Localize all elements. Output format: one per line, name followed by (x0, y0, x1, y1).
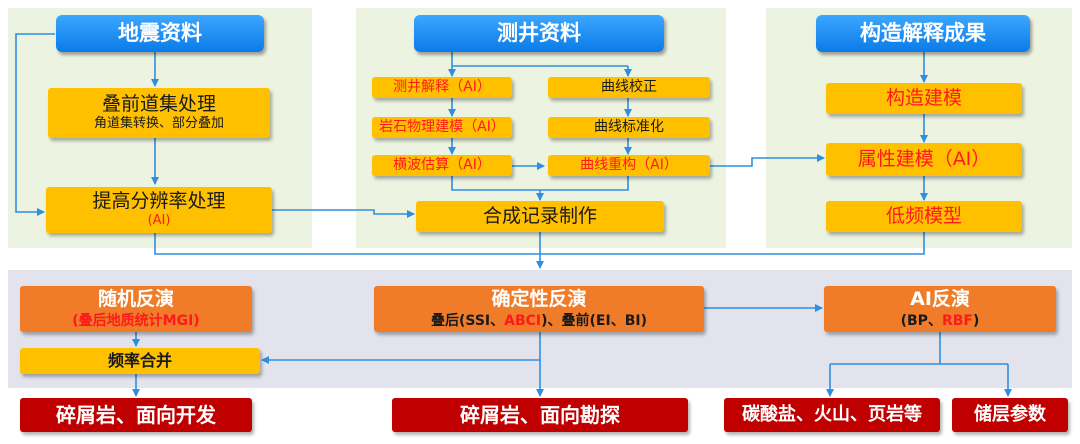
ai-inversion-sub-pre: (BP、 (900, 312, 942, 329)
random-inversion-box: 随机反演 (叠后地质统计MGI) (20, 286, 252, 332)
deterministic-sub-pre: 叠后(SSI、 (430, 312, 505, 329)
curve-standard-label: 曲线标准化 (594, 119, 664, 136)
output-carbonate: 碳酸盐、火山、页岩等 (724, 398, 940, 432)
synthetic-label: 合成记录制作 (482, 204, 597, 227)
curve-correction-label: 曲线校正 (601, 79, 657, 96)
output-clastic-dev-label: 碎屑岩、面向开发 (56, 402, 216, 427)
shear-wave-box: 横波估算（AI） (372, 155, 512, 176)
prestack-gather-sub: 角道集转换、部分叠加 (93, 116, 224, 132)
ai-inversion-box: AI反演 (BP、RBF) (824, 286, 1056, 332)
rock-physics-label: 岩石物理建模（AI） (379, 119, 505, 136)
curve-correction-box: 曲线校正 (548, 77, 710, 98)
attribute-model-box: 属性建模（AI） (826, 143, 1022, 176)
deterministic-box: 确定性反演 叠后(SSI、ABCI)、叠前(EI、BI) (374, 286, 704, 332)
structure-result-box: 构造解释成果 (816, 15, 1030, 52)
output-clastic-dev: 碎屑岩、面向开发 (20, 398, 252, 432)
random-inversion-sub: (叠后地质统计MGI) (72, 312, 200, 329)
ai-inversion-sub-red: RBF (941, 312, 973, 329)
ai-inversion-sub-post: ) (972, 312, 980, 329)
attribute-model-label: 属性建模（AI） (857, 147, 991, 170)
prestack-gather-box: 叠前道集处理 角道集转换、部分叠加 (48, 88, 270, 138)
resolution-ai: (AI) (147, 213, 171, 229)
structure-model-box: 构造建模 (826, 83, 1022, 114)
shear-wave-label: 横波估算（AI） (393, 157, 491, 174)
seismic-data-box: 地震资料 (56, 15, 264, 52)
well-data-box: 测井资料 (414, 15, 664, 52)
ai-inversion-title: AI反演 (910, 288, 970, 311)
prestack-gather-title: 叠前道集处理 (101, 92, 216, 115)
deterministic-sub-post: )、叠前(EI、BI) (541, 312, 647, 329)
random-inversion-title: 随机反演 (97, 288, 174, 311)
output-carbonate-label: 碳酸盐、火山、页岩等 (742, 403, 922, 425)
deterministic-sub-red: ABCI (504, 312, 542, 329)
freq-merge-label: 频率合并 (107, 350, 172, 370)
curve-standard-box: 曲线标准化 (548, 117, 710, 138)
curve-rebuild-box: 曲线重构（AI） (548, 155, 710, 176)
structure-result-label: 构造解释成果 (860, 21, 986, 46)
well-interp-box: 测井解释（AI） (372, 77, 512, 98)
curve-rebuild-label: 曲线重构（AI） (580, 157, 678, 174)
rock-physics-box: 岩石物理建模（AI） (372, 117, 512, 138)
structure-model-label: 构造建模 (885, 86, 962, 109)
output-clastic-explore: 碎屑岩、面向勘探 (392, 398, 688, 432)
resolution-title: 提高分辨率处理 (92, 189, 226, 212)
well-interp-label: 测井解释（AI） (393, 79, 491, 96)
lowfreq-model-box: 低频模型 (826, 201, 1022, 232)
lowfreq-model-label: 低频模型 (885, 204, 962, 227)
deterministic-title: 确定性反演 (491, 288, 587, 311)
output-clastic-explore-label: 碎屑岩、面向勘探 (460, 402, 620, 427)
ai-inversion-sub: (BP、RBF) (901, 313, 980, 329)
output-reservoir-params: 储层参数 (952, 398, 1068, 432)
synthetic-box: 合成记录制作 (416, 201, 664, 232)
resolution-box: 提高分辨率处理 (AI) (46, 187, 272, 233)
output-reservoir-params-label: 储层参数 (974, 403, 1046, 425)
freq-merge-box: 频率合并 (20, 348, 260, 374)
seismic-data-label: 地震资料 (118, 21, 202, 46)
deterministic-sub: 叠后(SSI、ABCI)、叠前(EI、BI) (431, 313, 647, 329)
well-data-label: 测井资料 (497, 21, 581, 46)
